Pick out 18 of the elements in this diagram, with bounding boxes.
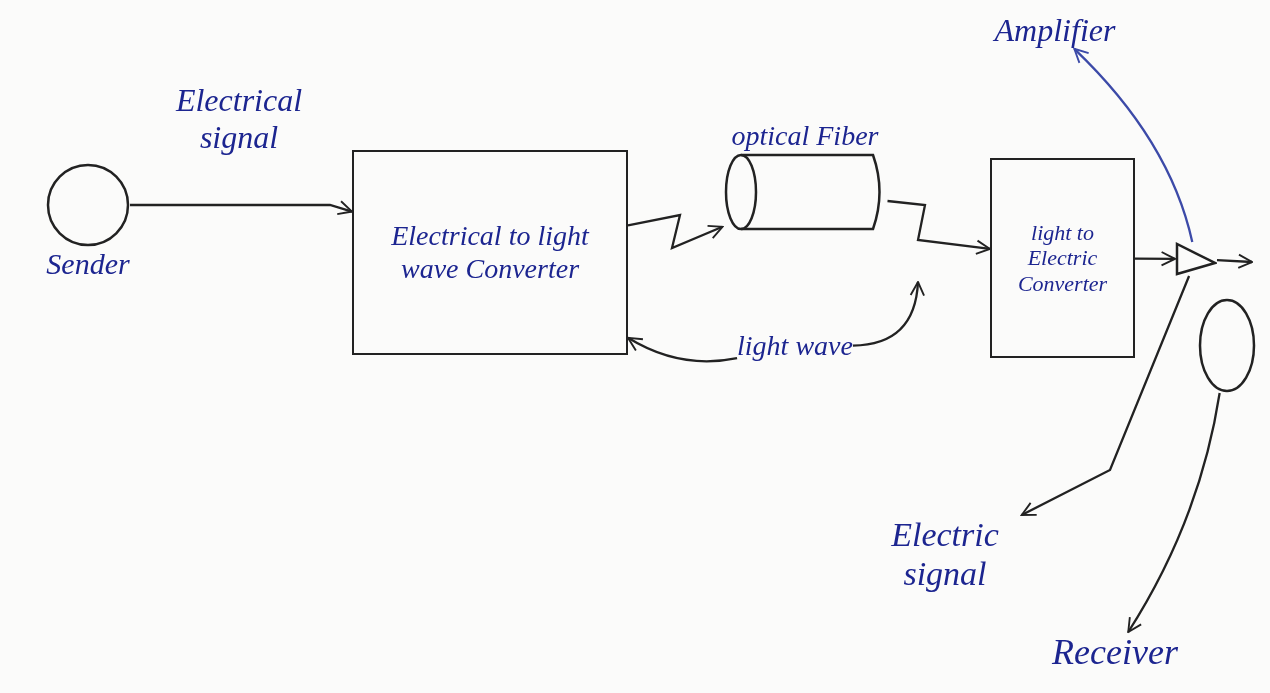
arrow bbox=[852, 281, 925, 347]
arrow bbox=[627, 213, 724, 250]
arrow bbox=[1127, 392, 1221, 633]
arrow bbox=[1020, 275, 1191, 517]
receiver-label: Receiver bbox=[1052, 632, 1178, 674]
arrow bbox=[1216, 253, 1253, 269]
arrow bbox=[627, 336, 738, 363]
converter-box: light to Electric Converter bbox=[990, 158, 1135, 358]
arrow bbox=[130, 200, 353, 216]
amplifier-label: Amplifier bbox=[994, 12, 1116, 49]
arrow bbox=[1135, 251, 1176, 267]
arrow bbox=[1073, 47, 1194, 243]
sender-label: Sender bbox=[46, 247, 130, 282]
signal-label: Electric signal bbox=[890, 515, 1000, 594]
arrow bbox=[887, 199, 991, 255]
converter-box: Electrical to light wave Converter bbox=[352, 150, 628, 355]
fiber-label: optical Fiber bbox=[731, 120, 879, 153]
light-wave-label: light wave bbox=[737, 330, 853, 363]
